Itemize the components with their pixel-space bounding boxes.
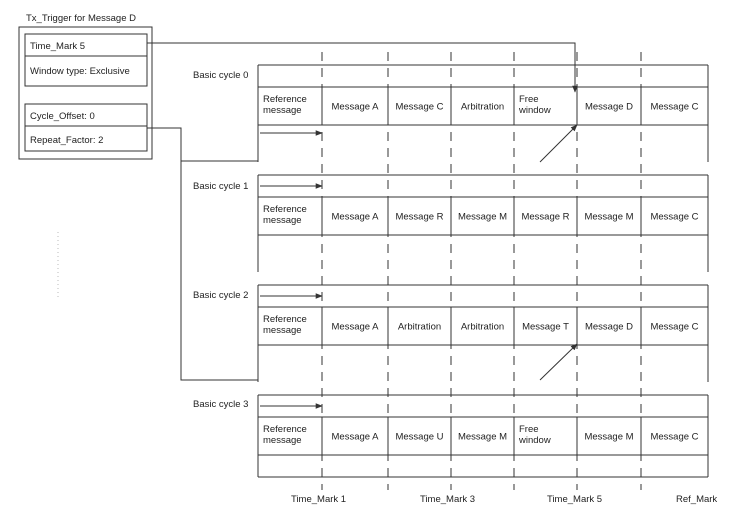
- cycle-2-cell-2: Arbitration: [398, 322, 441, 333]
- trigger-box-title: Tx_Trigger for Message D: [26, 13, 136, 24]
- cycle-3-cell-3: Message M: [458, 432, 507, 443]
- time-mark-label-4: Ref_Mark: [676, 494, 717, 505]
- cycle-1-cell-5: Message M: [584, 212, 633, 223]
- cycle-2-cell-3: Arbitration: [461, 322, 504, 333]
- diag-arrow-cycle-2: [539, 343, 578, 381]
- repeat-bracket: [147, 127, 258, 381]
- cycle-2-cell-1: Message A: [332, 322, 380, 333]
- cycle-1-cell-3: Message M: [458, 212, 507, 223]
- cycle-label-3: Basic cycle 3: [193, 399, 248, 410]
- cycle-1-cell-1: Message A: [332, 212, 380, 223]
- cycle-2-cell-5: Message D: [585, 322, 633, 333]
- time-mark-panel: [24, 33, 148, 87]
- cycle-3-cell-6: Message C: [650, 432, 698, 443]
- cycle-offset-field: Cycle_Offset: 0: [30, 111, 95, 122]
- cycle-0-cell-5: Message D: [585, 102, 633, 113]
- time-mark-label-2: Time_Mark 3: [420, 494, 475, 505]
- diag-arrow-cycle-0: [539, 124, 578, 163]
- cycle-grid: [257, 64, 709, 478]
- cycle-label-1: Basic cycle 1: [193, 181, 248, 192]
- time-mark-field: Time_Mark 5: [30, 41, 85, 52]
- cycle-0-cell-2: Message C: [395, 102, 443, 113]
- time-mark-link-arrow: [147, 42, 578, 93]
- cycle-2-cell-6: Message C: [650, 322, 698, 333]
- window-type-field: Window type: Exclusive: [30, 66, 130, 77]
- cycle-3-cell-1: Message A: [332, 432, 380, 443]
- time-mark-label-1: Time_Mark 1: [291, 494, 346, 505]
- cycle-0-cell-6: Message C: [650, 102, 698, 113]
- cycle-0-cell-1: Message A: [332, 102, 380, 113]
- time-mark-lines: [321, 52, 642, 490]
- cycle-1-cell-6: Message C: [650, 212, 698, 223]
- time-mark-label-3: Time_Mark 5: [547, 494, 602, 505]
- cycle-1-cell-4: Message R: [521, 212, 569, 223]
- cycle-0-cell-3: Arbitration: [461, 102, 504, 113]
- trigger-box-frame: [18, 26, 153, 160]
- tx-trigger-box: Tx_Trigger for Message D Time_Mark 5 Win…: [18, 13, 153, 160]
- cycle-3-cell-2: Message U: [395, 432, 443, 443]
- repeat-factor-field: Repeat_Factor: 2: [30, 135, 103, 146]
- cycle-1-cell-2: Message R: [395, 212, 443, 223]
- cycle-label-0: Basic cycle 0: [193, 70, 248, 81]
- cycle-3-cell-5: Message M: [584, 432, 633, 443]
- cycle-2-cell-4: Message T: [522, 322, 569, 333]
- cycle-label-2: Basic cycle 2: [193, 290, 248, 301]
